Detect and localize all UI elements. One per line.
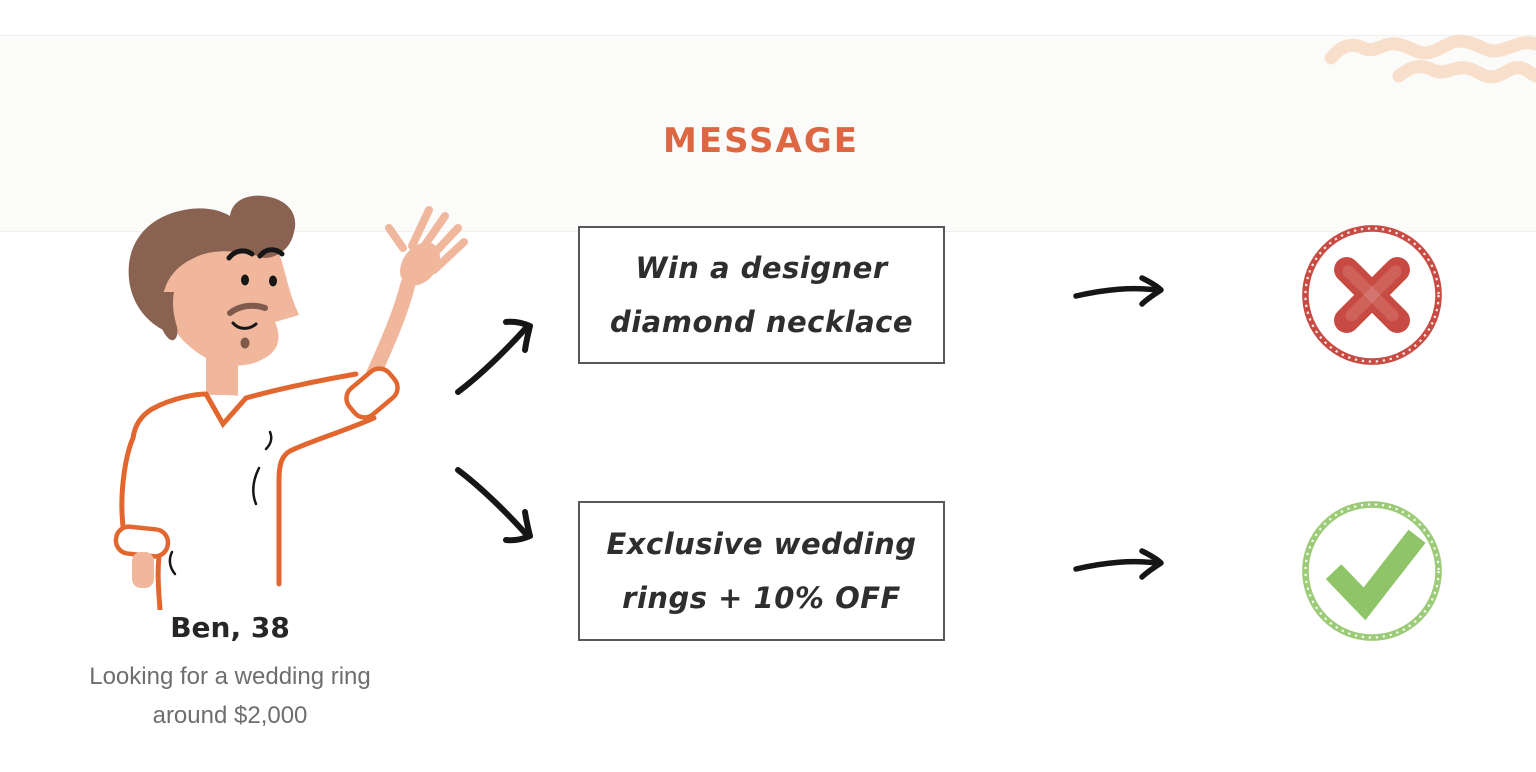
- arrow-branch-top-icon: [455, 318, 533, 395]
- check-mark-icon: [1302, 501, 1442, 641]
- persona-name: Ben, 38: [170, 611, 290, 644]
- arrow-right-top-icon: [1073, 275, 1164, 307]
- arrow-branch-bottom-icon: [455, 467, 533, 544]
- persona-illustration: [113, 195, 468, 610]
- squiggle-decoration-icon: [1324, 34, 1536, 84]
- x-mark-icon: [1302, 225, 1442, 365]
- arrow-right-bottom-icon: [1073, 548, 1164, 580]
- message-card-rejected: Win a designer diamond necklace: [578, 226, 945, 364]
- message-text-line: Exclusive wedding: [606, 527, 917, 561]
- persona-description: Looking for a wedding ring around $2,000: [10, 657, 450, 735]
- page-title: MESSAGE: [663, 121, 859, 161]
- persona-description-line1: Looking for a wedding ring: [89, 663, 371, 690]
- message-card-approved: Exclusive wedding rings + 10% OFF: [578, 501, 945, 641]
- message-text-line: diamond necklace: [609, 305, 914, 339]
- persona-description-line2: around $2,000: [152, 702, 308, 729]
- message-text-line: Win a designer: [635, 251, 888, 285]
- message-text-line: rings + 10% OFF: [622, 581, 901, 615]
